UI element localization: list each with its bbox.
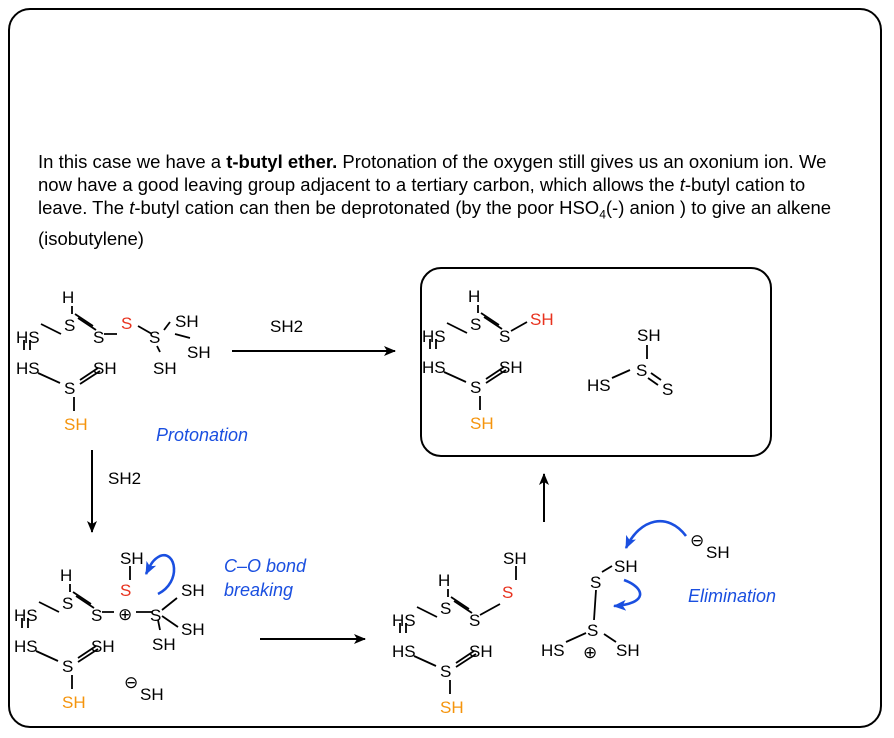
atom-sh: SH bbox=[503, 549, 527, 568]
atom-sh: SH bbox=[175, 312, 199, 331]
atom-h: H bbox=[438, 571, 450, 590]
atom-hs: HS bbox=[16, 359, 40, 378]
atom-s: S bbox=[590, 573, 601, 592]
atom-hs: HS bbox=[541, 641, 565, 660]
atom-h: H bbox=[60, 566, 72, 585]
atom-s: S bbox=[470, 378, 481, 397]
label-protonation: Protonation bbox=[156, 425, 248, 445]
atom-sh: SH bbox=[181, 620, 205, 639]
atom-sh-orange: SH bbox=[470, 414, 494, 433]
plus-charge: ⊕ bbox=[583, 643, 597, 662]
atom-s: S bbox=[440, 662, 451, 681]
intro-text: In this case we have a t-butyl ether. Pr… bbox=[38, 151, 832, 249]
atom-sh: SH bbox=[187, 343, 211, 362]
atom-sh: SH bbox=[499, 358, 523, 377]
atom-s: S bbox=[64, 379, 75, 398]
atom-s: S bbox=[93, 328, 104, 347]
product-ring: H S S SH HS HS SH S SH bbox=[422, 287, 554, 433]
reagent-down: SH2 bbox=[108, 469, 141, 488]
curly-arrow-pi-bond bbox=[612, 578, 642, 611]
atom-sh-orange: SH bbox=[62, 693, 86, 712]
atom-sh: SH bbox=[93, 359, 117, 378]
atom-sh: SH bbox=[469, 642, 493, 661]
atom-s: S bbox=[470, 315, 481, 334]
product-box bbox=[420, 267, 772, 457]
atom-s: S bbox=[150, 606, 161, 625]
atom-sh: SH bbox=[614, 557, 638, 576]
atom-hs: HS bbox=[422, 327, 446, 346]
atom-sh: SH bbox=[153, 359, 177, 378]
atom-s: S bbox=[499, 327, 510, 346]
atom-s: S bbox=[662, 380, 673, 399]
minus-charge: ⊖ bbox=[690, 531, 704, 550]
atom-h: H bbox=[468, 287, 480, 306]
atom-hs: HS bbox=[587, 376, 611, 395]
atom-s: S bbox=[62, 657, 73, 676]
atom-hs: HS bbox=[14, 606, 38, 625]
figure-frame bbox=[8, 8, 882, 728]
plus-charge: ⊕ bbox=[118, 605, 132, 624]
atom-s: S bbox=[62, 594, 73, 613]
atom-s: S bbox=[440, 599, 451, 618]
oxonium-sulfur: S bbox=[120, 581, 131, 600]
curly-arrow-deprotonation bbox=[624, 519, 688, 549]
atom-sh: SH bbox=[152, 635, 176, 654]
atom-hs: HS bbox=[392, 642, 416, 661]
label-elimination: Elimination bbox=[688, 586, 776, 606]
cleaved-ring: H S S S SH HS HS SH S SH bbox=[392, 549, 527, 717]
atom-hs: HS bbox=[422, 358, 446, 377]
ether-sulfur: S bbox=[121, 314, 132, 333]
atom-sh-orange: SH bbox=[440, 698, 464, 717]
atom-s: S bbox=[636, 361, 647, 380]
reagent-top: SH2 bbox=[270, 317, 303, 336]
atom-sh-red: SH bbox=[530, 310, 554, 329]
starting-ether: H S S S S SH SH SH HS HS SH S SH bbox=[16, 288, 211, 434]
atom-sh: SH bbox=[637, 326, 661, 345]
atom-s: S bbox=[91, 606, 102, 625]
atom-sh: SH bbox=[91, 637, 115, 656]
atom-sh: SH bbox=[616, 641, 640, 660]
atom-s: S bbox=[587, 621, 598, 640]
curly-arrow-bond-breaking bbox=[144, 554, 176, 596]
atom-sh: SH bbox=[706, 543, 730, 562]
minus-charge: ⊖ bbox=[124, 673, 138, 692]
label-breaking: breaking bbox=[224, 580, 293, 600]
atom-sh: SH bbox=[181, 581, 205, 600]
atom-s: S bbox=[64, 316, 75, 335]
atom-hs: HS bbox=[14, 637, 38, 656]
cleaved-sulfur: S bbox=[502, 583, 513, 602]
atom-sh-orange: SH bbox=[64, 415, 88, 434]
atom-s: S bbox=[469, 611, 480, 630]
atom-s: S bbox=[149, 328, 160, 347]
cation-elimination: SH S S HS ⊕ SH ⊖ SH bbox=[541, 531, 730, 662]
atom-hs: HS bbox=[392, 611, 416, 630]
product-alkene: SH S HS S bbox=[587, 326, 673, 399]
atom-sh: SH bbox=[120, 549, 144, 568]
label-co-bond: C–O bond bbox=[224, 556, 307, 576]
atom-hs: HS bbox=[16, 328, 40, 347]
atom-h: H bbox=[62, 288, 74, 307]
oxonium-intermediate: H S S S SH ⊕ S SH SH SH HS HS SH S SH ⊖ … bbox=[14, 549, 205, 712]
atom-sh: SH bbox=[140, 685, 164, 704]
